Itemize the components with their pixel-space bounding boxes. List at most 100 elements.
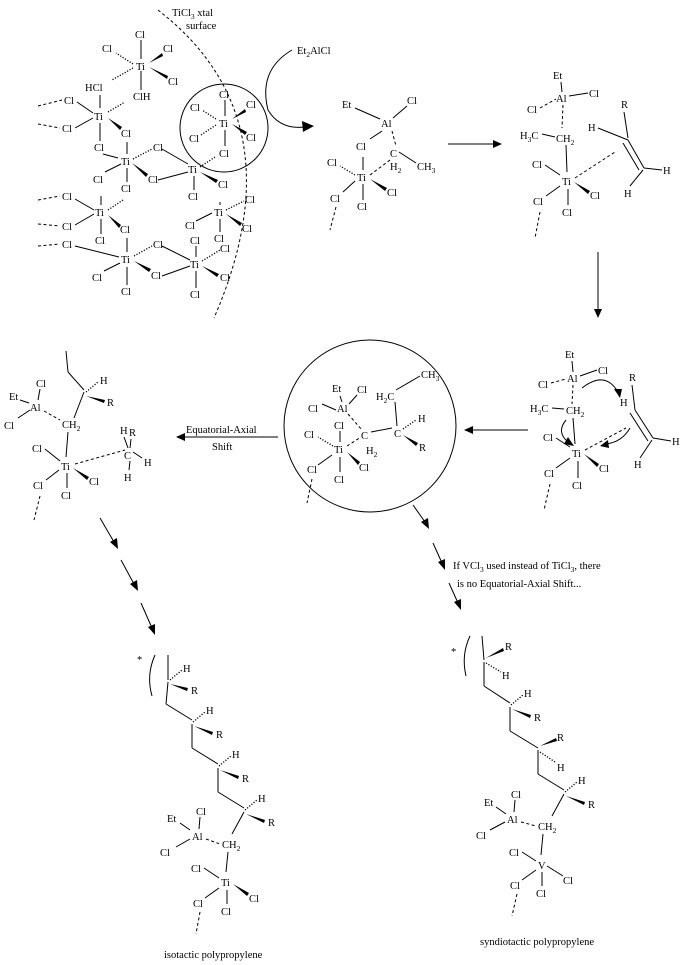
- atom-c: C: [124, 451, 131, 462]
- atom-cl: Cl: [193, 899, 203, 910]
- atom-cl: Cl: [589, 89, 599, 100]
- product-arrows: [99, 504, 461, 635]
- atom-r: R: [268, 818, 275, 829]
- atom-cl: Cl: [356, 142, 366, 153]
- vcl3-note-2: is no Equatorial-Axial Shift...: [457, 579, 581, 590]
- atom-cl: Cl: [533, 197, 543, 208]
- atom-ti: Ti: [357, 173, 366, 184]
- atom-cl: Cl: [153, 143, 163, 154]
- atom-cl: Cl: [387, 188, 397, 199]
- atom-ti: Ti: [562, 177, 571, 188]
- atom-cl: Cl: [590, 191, 600, 202]
- atom-cl: Cl: [544, 469, 554, 480]
- atom-ti: Ti: [188, 165, 197, 176]
- syndiotactic-chain: * R H H R R H H R CH2 Et Al Cl Cl: [451, 635, 595, 917]
- atom-cl: Cl: [62, 240, 72, 251]
- atom-h: H: [524, 689, 532, 700]
- atom-ti: Ti: [121, 255, 130, 266]
- atom-cl: Cl: [185, 221, 195, 232]
- atom-h: H: [634, 460, 642, 471]
- atom-ti: Ti: [190, 260, 199, 271]
- atom-cl: Cl: [102, 44, 112, 55]
- atom-et: Et: [167, 814, 176, 825]
- crystal-surface-boundary: [157, 9, 247, 319]
- syndiotactic-label: syndiotactic polypropylene: [480, 937, 594, 948]
- atom-al: Al: [556, 94, 567, 105]
- atom-ch2: CH2: [222, 840, 241, 853]
- atom-cl: Cl: [188, 192, 198, 203]
- atom-cl: Cl: [219, 149, 229, 160]
- atom-h: H: [258, 794, 266, 805]
- atom-r: R: [216, 730, 223, 741]
- atom-cl: Cl: [94, 143, 104, 154]
- atom-r: R: [242, 774, 249, 785]
- atom-cl: Cl: [543, 433, 553, 444]
- atom-cl: Cl: [121, 184, 131, 195]
- atom-r: R: [534, 713, 541, 724]
- atom-ti: Ti: [95, 208, 104, 219]
- atom-cl: Cl: [220, 244, 230, 255]
- atom-cl: Cl: [221, 907, 231, 918]
- transition-circle: [283, 339, 457, 513]
- chain-end-star: *: [451, 647, 456, 658]
- atom-h: H2: [390, 162, 402, 175]
- atom-cl: Cl: [536, 889, 546, 900]
- chain-end-star: *: [137, 655, 142, 666]
- atom-h: H: [502, 671, 510, 682]
- atom-et: Et: [342, 100, 351, 111]
- atom-r: R: [191, 686, 198, 697]
- atom-cl: Cl: [214, 234, 224, 245]
- atom-ti: Ti: [121, 157, 130, 168]
- atom-ti: Ti: [219, 119, 228, 130]
- atom-al: Al: [507, 815, 518, 826]
- shift-label-2: Shift: [212, 442, 233, 453]
- atom-et: Et: [9, 392, 18, 403]
- atom-cl: Cl: [151, 271, 161, 282]
- intermediate-3: Et Al Cl Cl H3C CH2 Ti Cl Cl Cl Cl R H: [530, 350, 680, 511]
- atom-al: Al: [30, 403, 41, 414]
- atom-r: R: [621, 100, 628, 111]
- intermediate-4: Et Al Cl Cl C H2 C H2C CH3 H R Ti Cl Cl …: [283, 339, 457, 513]
- atom-et: Et: [484, 798, 493, 809]
- atom-ti: Ti: [61, 462, 70, 473]
- atom-h: H: [557, 763, 565, 774]
- atom-cl: Cl: [218, 180, 228, 191]
- atom-r: R: [129, 428, 136, 439]
- atom-cl: Cl: [33, 481, 43, 492]
- atom-al: Al: [381, 119, 392, 130]
- atom-cl: Cl: [62, 124, 72, 135]
- atom-cl: Cl: [4, 421, 14, 432]
- atom-cl: Cl: [572, 481, 582, 492]
- atom-cl: Cl: [61, 491, 71, 502]
- atom-cl: Cl: [242, 224, 252, 235]
- atom-cl: Cl: [153, 240, 163, 251]
- atom-al: Al: [567, 374, 578, 385]
- atom-cl: Cl: [357, 202, 367, 213]
- atom-ti: Ti: [334, 445, 343, 456]
- atom-ti: Ti: [221, 878, 230, 889]
- active-site-circle: [179, 83, 269, 173]
- atom-h: H: [620, 398, 628, 409]
- atom-cl: Cl: [562, 208, 572, 219]
- atom-cl: Cl: [121, 129, 131, 140]
- atom-cl: Cl: [246, 100, 256, 111]
- atom-r: R: [629, 373, 636, 384]
- atom-ch2: CH2: [556, 134, 575, 147]
- atom-cl: Cl: [196, 807, 206, 818]
- atom-h: H: [100, 376, 108, 387]
- isotactic-label: isotactic polypropylene: [164, 950, 263, 961]
- atom-cl: Cl: [359, 463, 369, 474]
- atom-c: C: [390, 149, 397, 160]
- atom-cl: Cl: [563, 876, 573, 887]
- atom-cl: Cl: [148, 175, 158, 186]
- atom-ch3: CH3: [421, 370, 440, 383]
- atom-v: V: [538, 861, 546, 872]
- atom-h: H: [206, 706, 214, 717]
- atom-cl: Cl: [36, 379, 46, 390]
- atom-cl: Cl: [510, 881, 520, 892]
- isotactic-chain: * H R H R H R H R CH2 Et Al Cl Cl: [137, 654, 275, 935]
- atom-h2c: H2C: [376, 392, 394, 405]
- atom-cl: Cl: [32, 444, 42, 455]
- atom-h3c: H3C: [530, 404, 548, 417]
